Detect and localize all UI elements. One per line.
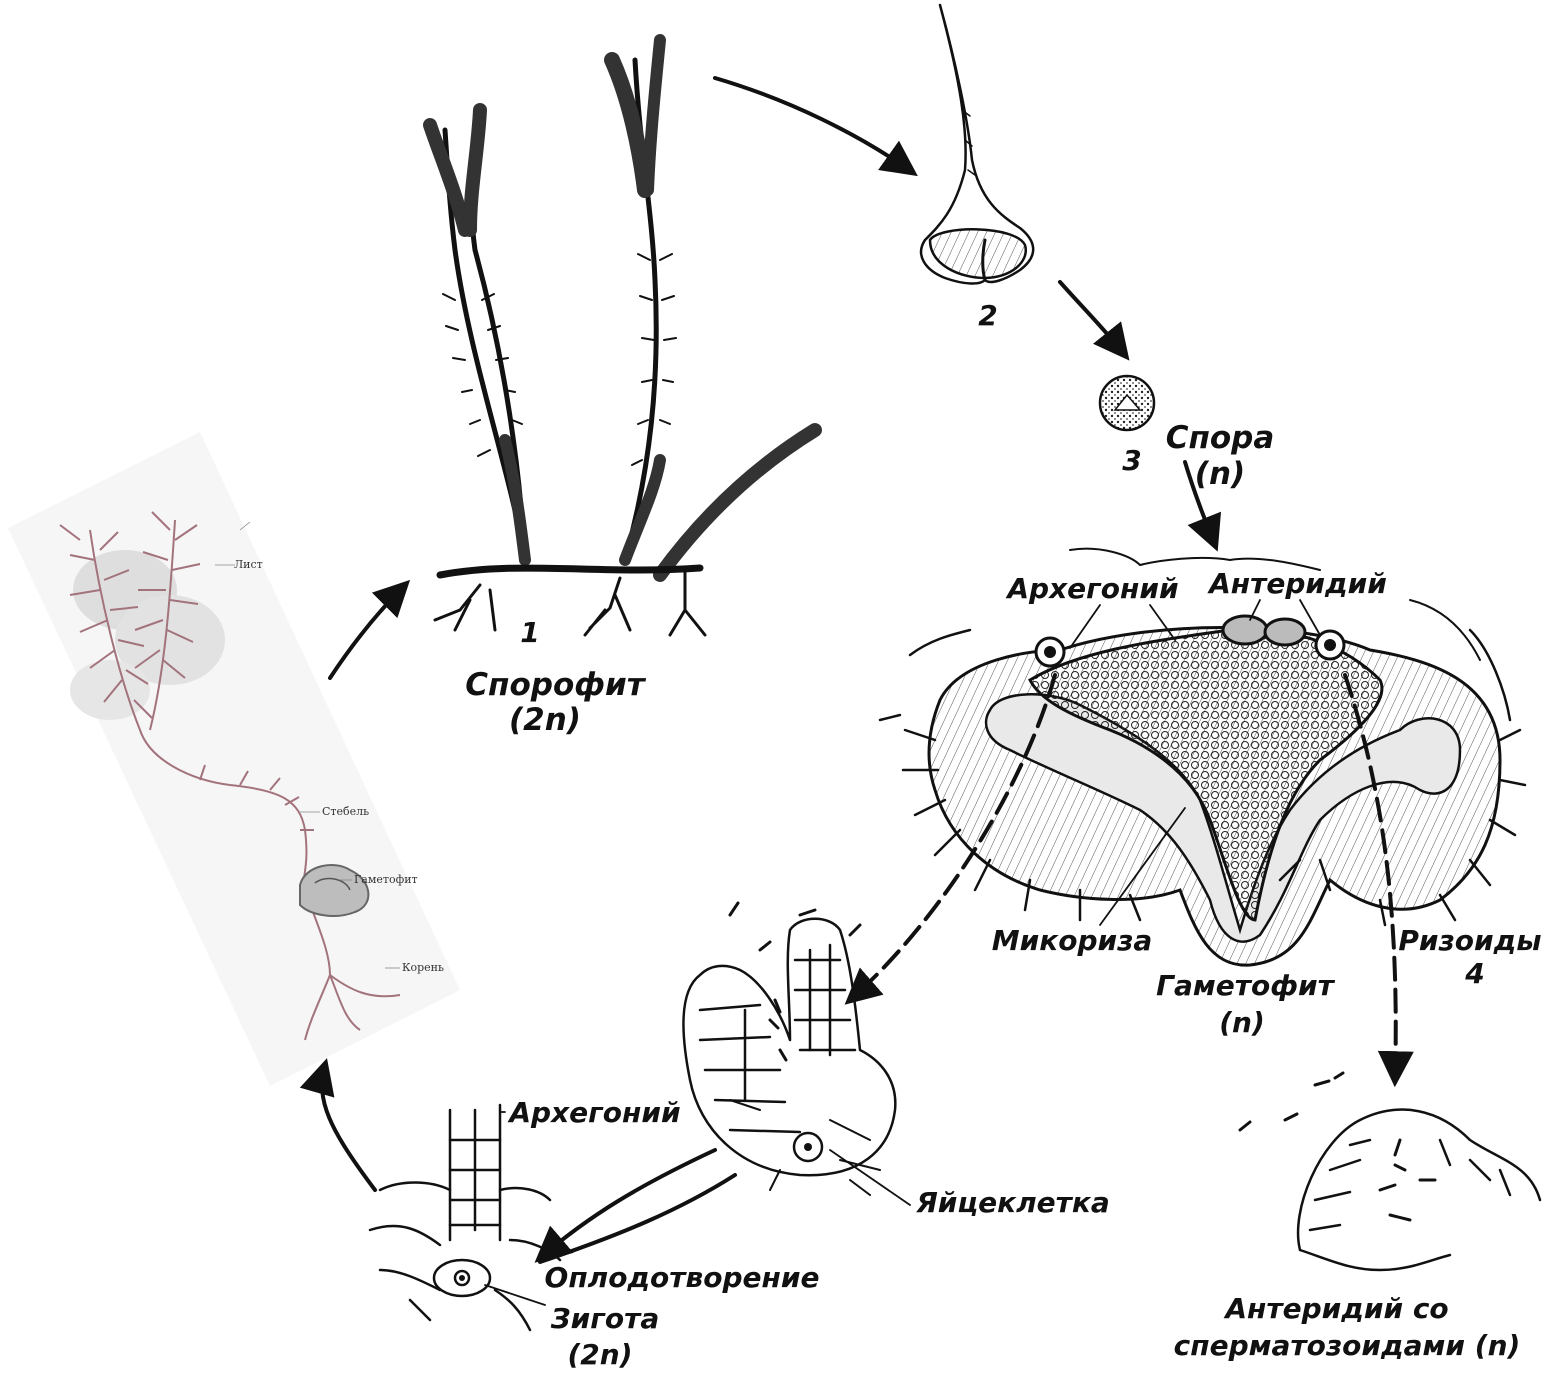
spore-number: 3 (1122, 444, 1141, 477)
sporophyll-number: 2 (978, 299, 997, 332)
inset-label-root: Корень (402, 961, 444, 974)
zygote-ploidy: (2n) (567, 1338, 632, 1371)
rhizoids-number: 4 (1464, 957, 1484, 990)
sporophyte-drawing (430, 40, 815, 635)
zygote-archegonium-drawing (370, 1105, 560, 1330)
gametophyte-label: Гаметофит (1156, 969, 1335, 1002)
inset-plant-illustration: Лист Стебель Гаметофит Корень (8, 432, 460, 1086)
zygote-label: Зигота (550, 1302, 660, 1335)
rhizoids-label: Ризоиды (1398, 924, 1541, 957)
sporophyte-number: 1 (520, 616, 539, 649)
inset-label-leaf: Лист (234, 558, 263, 571)
antheridium-bottom-label-line1: Антеридий со (1223, 1292, 1448, 1325)
spore-label: Спора (1166, 420, 1275, 456)
antheridium-top-label: Антеридий (1207, 567, 1387, 600)
antheridium-with-sperm-drawing (1240, 1073, 1540, 1270)
archegonium-top-label: Архегоний (1005, 572, 1178, 605)
inset-label-stem: Стебель (322, 805, 369, 818)
inset-label-gametophyte: Гаметофит (354, 873, 418, 886)
spore-ploidy: (n) (1195, 456, 1245, 492)
fertilization-label: Оплодотворение (545, 1261, 820, 1294)
antheridium-bottom-label-line2: сперматозоидами (n) (1174, 1329, 1521, 1362)
archegonium-bottom-label: Архегоний (507, 1096, 680, 1129)
sporophyte-label: Спорофит (465, 667, 646, 703)
egg-cell-label: Яйцеклетка (915, 1186, 1110, 1219)
sporophyte-ploidy: (2n) (509, 702, 581, 738)
gametophyte-ploidy: (n) (1219, 1006, 1265, 1039)
sporophyll-drawing (921, 5, 1033, 284)
spore-drawing (1100, 376, 1154, 430)
gametophyte-drawing (880, 549, 1525, 965)
mycorrhiza-label: Микориза (992, 924, 1153, 957)
